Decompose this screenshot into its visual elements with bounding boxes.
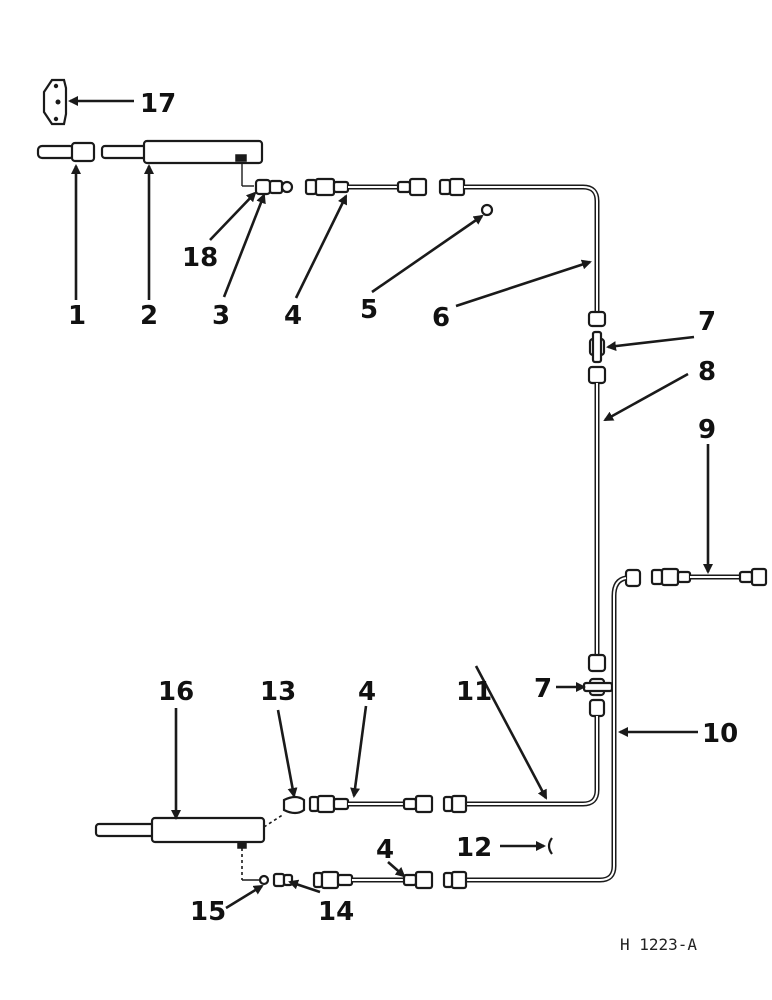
leader-8 xyxy=(603,372,689,422)
tube-part-10 xyxy=(442,568,642,890)
callout-12: 12 xyxy=(456,833,492,863)
callout-5: 5 xyxy=(360,295,378,325)
callout-2: 2 xyxy=(140,301,158,331)
tube-part-11 xyxy=(442,716,600,814)
callout-3: 3 xyxy=(212,301,230,331)
callout-10: 10 xyxy=(702,719,738,749)
leader-4a xyxy=(294,194,348,299)
leader-5 xyxy=(371,214,484,294)
elbow-fitting-part-3 xyxy=(242,178,294,196)
leader-11 xyxy=(474,665,548,800)
callout-13: 13 xyxy=(260,677,296,707)
callout-16: 16 xyxy=(158,677,194,707)
callout-4-top: 4 xyxy=(284,301,302,331)
clip-part-12 xyxy=(547,837,553,855)
leader-15 xyxy=(225,884,264,910)
leader-18 xyxy=(209,191,257,241)
callout-1: 1 xyxy=(68,301,86,331)
leader-3 xyxy=(222,193,266,298)
callout-9: 9 xyxy=(698,415,716,445)
hose-part-9 xyxy=(650,567,768,587)
hose-part-4-bottom xyxy=(312,870,434,890)
leader-14 xyxy=(288,879,321,894)
callout-4-middle: 4 xyxy=(358,677,376,707)
elbow-part-13 xyxy=(282,795,306,815)
tee-fitting-part-7-upper xyxy=(588,330,606,364)
rod-part-1 xyxy=(36,141,96,163)
leader-6 xyxy=(455,259,592,308)
tube-part-6 xyxy=(438,177,607,328)
callout-17: 17 xyxy=(140,89,176,119)
callout-18: 18 xyxy=(182,243,218,273)
callout-6: 6 xyxy=(432,303,450,333)
cylinder-part-16 xyxy=(94,813,285,880)
callout-8: 8 xyxy=(698,357,716,387)
cylinder-part-2 xyxy=(100,139,264,186)
tee-fitting-part-7-lower xyxy=(582,677,614,718)
callout-11: 11 xyxy=(456,677,492,707)
fitting-part-5 xyxy=(480,203,494,217)
leader-7a xyxy=(606,335,695,352)
callout-4-bottom: 4 xyxy=(376,835,394,865)
leader-4c xyxy=(387,861,406,878)
figure-code: H 1223-A xyxy=(620,935,697,954)
callout-7-lower: 7 xyxy=(534,674,552,704)
tube-part-8 xyxy=(587,365,607,673)
callout-14: 14 xyxy=(318,897,354,927)
leader-4b xyxy=(350,705,368,798)
hose-part-4-middle xyxy=(308,794,434,814)
callout-7-upper: 7 xyxy=(698,307,716,337)
bracket-part-17 xyxy=(42,78,68,126)
hose-part-4-top xyxy=(304,177,428,197)
leader-13 xyxy=(276,709,298,798)
callout-15: 15 xyxy=(190,897,226,927)
fitting-part-14 xyxy=(242,872,294,888)
